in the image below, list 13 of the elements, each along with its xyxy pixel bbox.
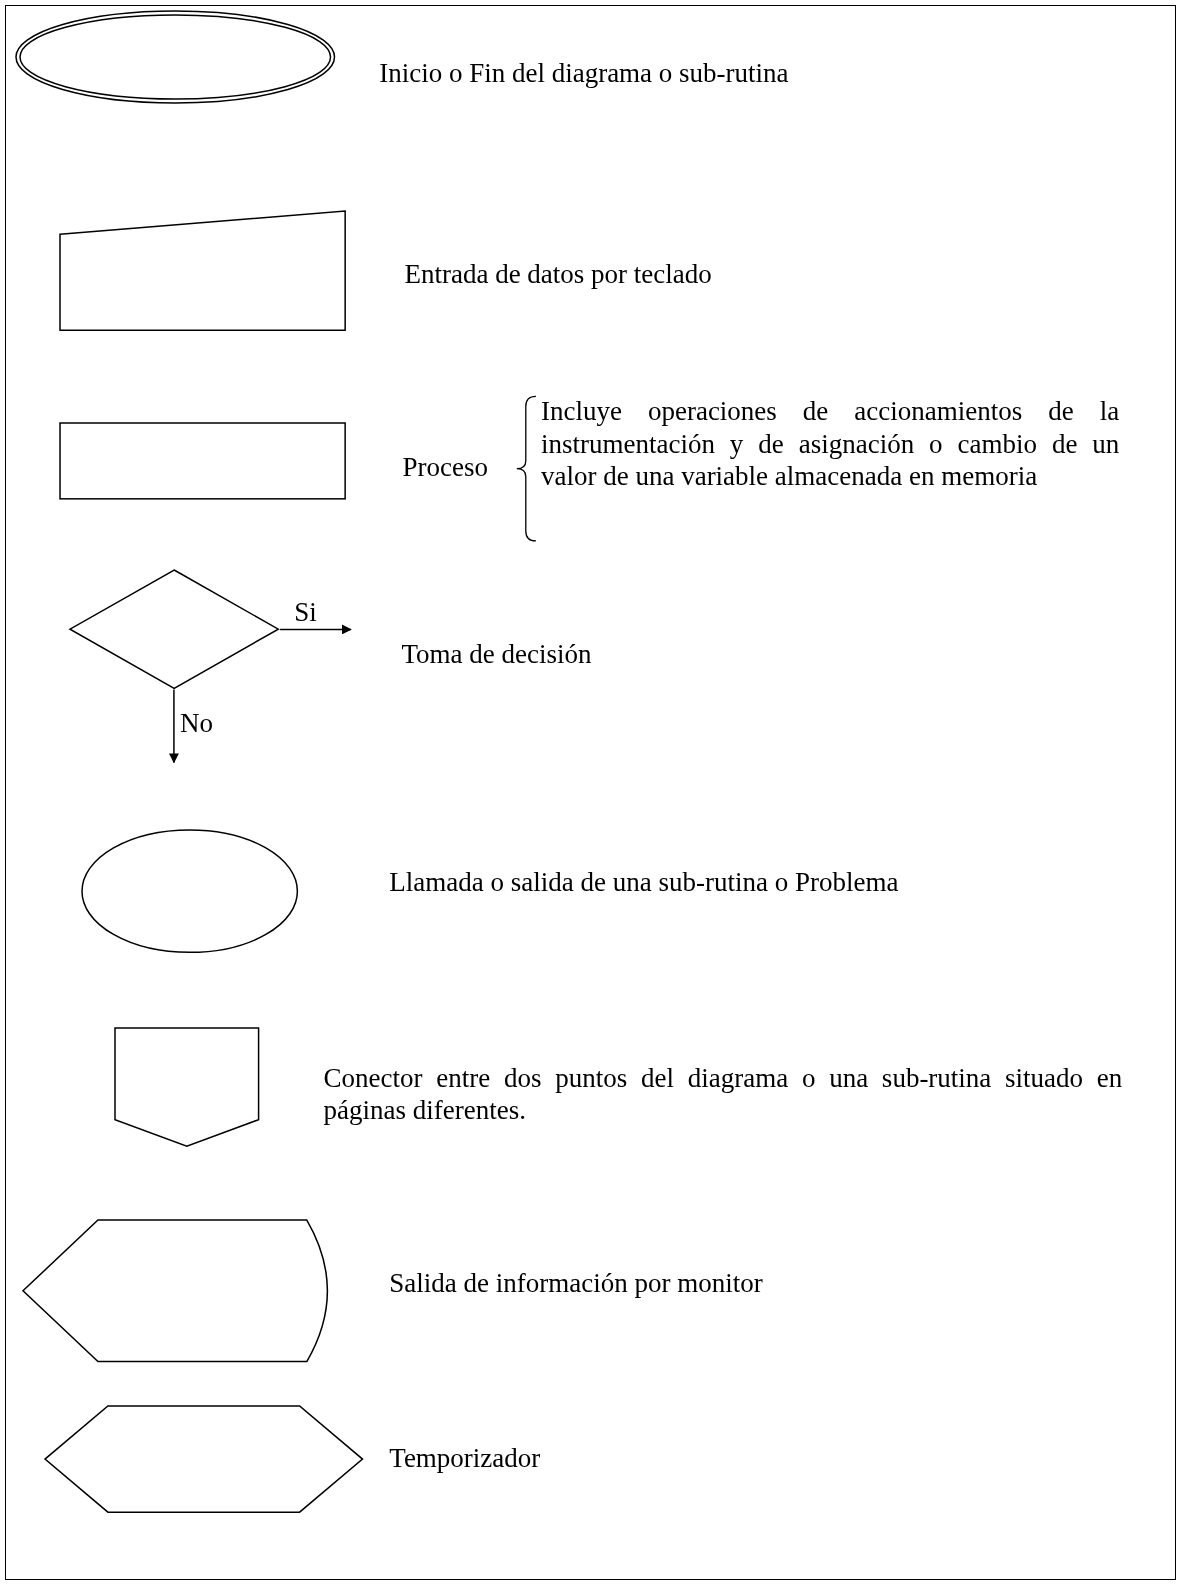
arrow — [168, 688, 179, 764]
symbol-description: Entrada de datos por teclado — [404, 257, 713, 291]
description-text: Incluye operaciones de accionamientos de la instrumentación y de asignación o cambio de un valor de una variable almacenada en memoria — [540, 395, 1120, 493]
symbol-description: Salida de información por monitor — [389, 1266, 764, 1300]
symbol-description: Proceso — [402, 450, 489, 484]
symbol-description: Llamada o salida de una sub-rutina o Problema — [389, 865, 900, 898]
edge-label: No — [179, 709, 213, 737]
edge-label: Si — [294, 599, 317, 627]
symbol-description: Inicio o Fin del diagrama o sub-rutina — [379, 56, 790, 89]
symbol-description: Toma de decisión — [401, 638, 592, 671]
symbol-description: Conector entre dos puntos del diagrama o una sub-rutina situado en páginas diferentes. — [323, 1061, 1123, 1127]
arrow — [279, 624, 352, 635]
symbol-description: Temporizador — [389, 1441, 542, 1475]
